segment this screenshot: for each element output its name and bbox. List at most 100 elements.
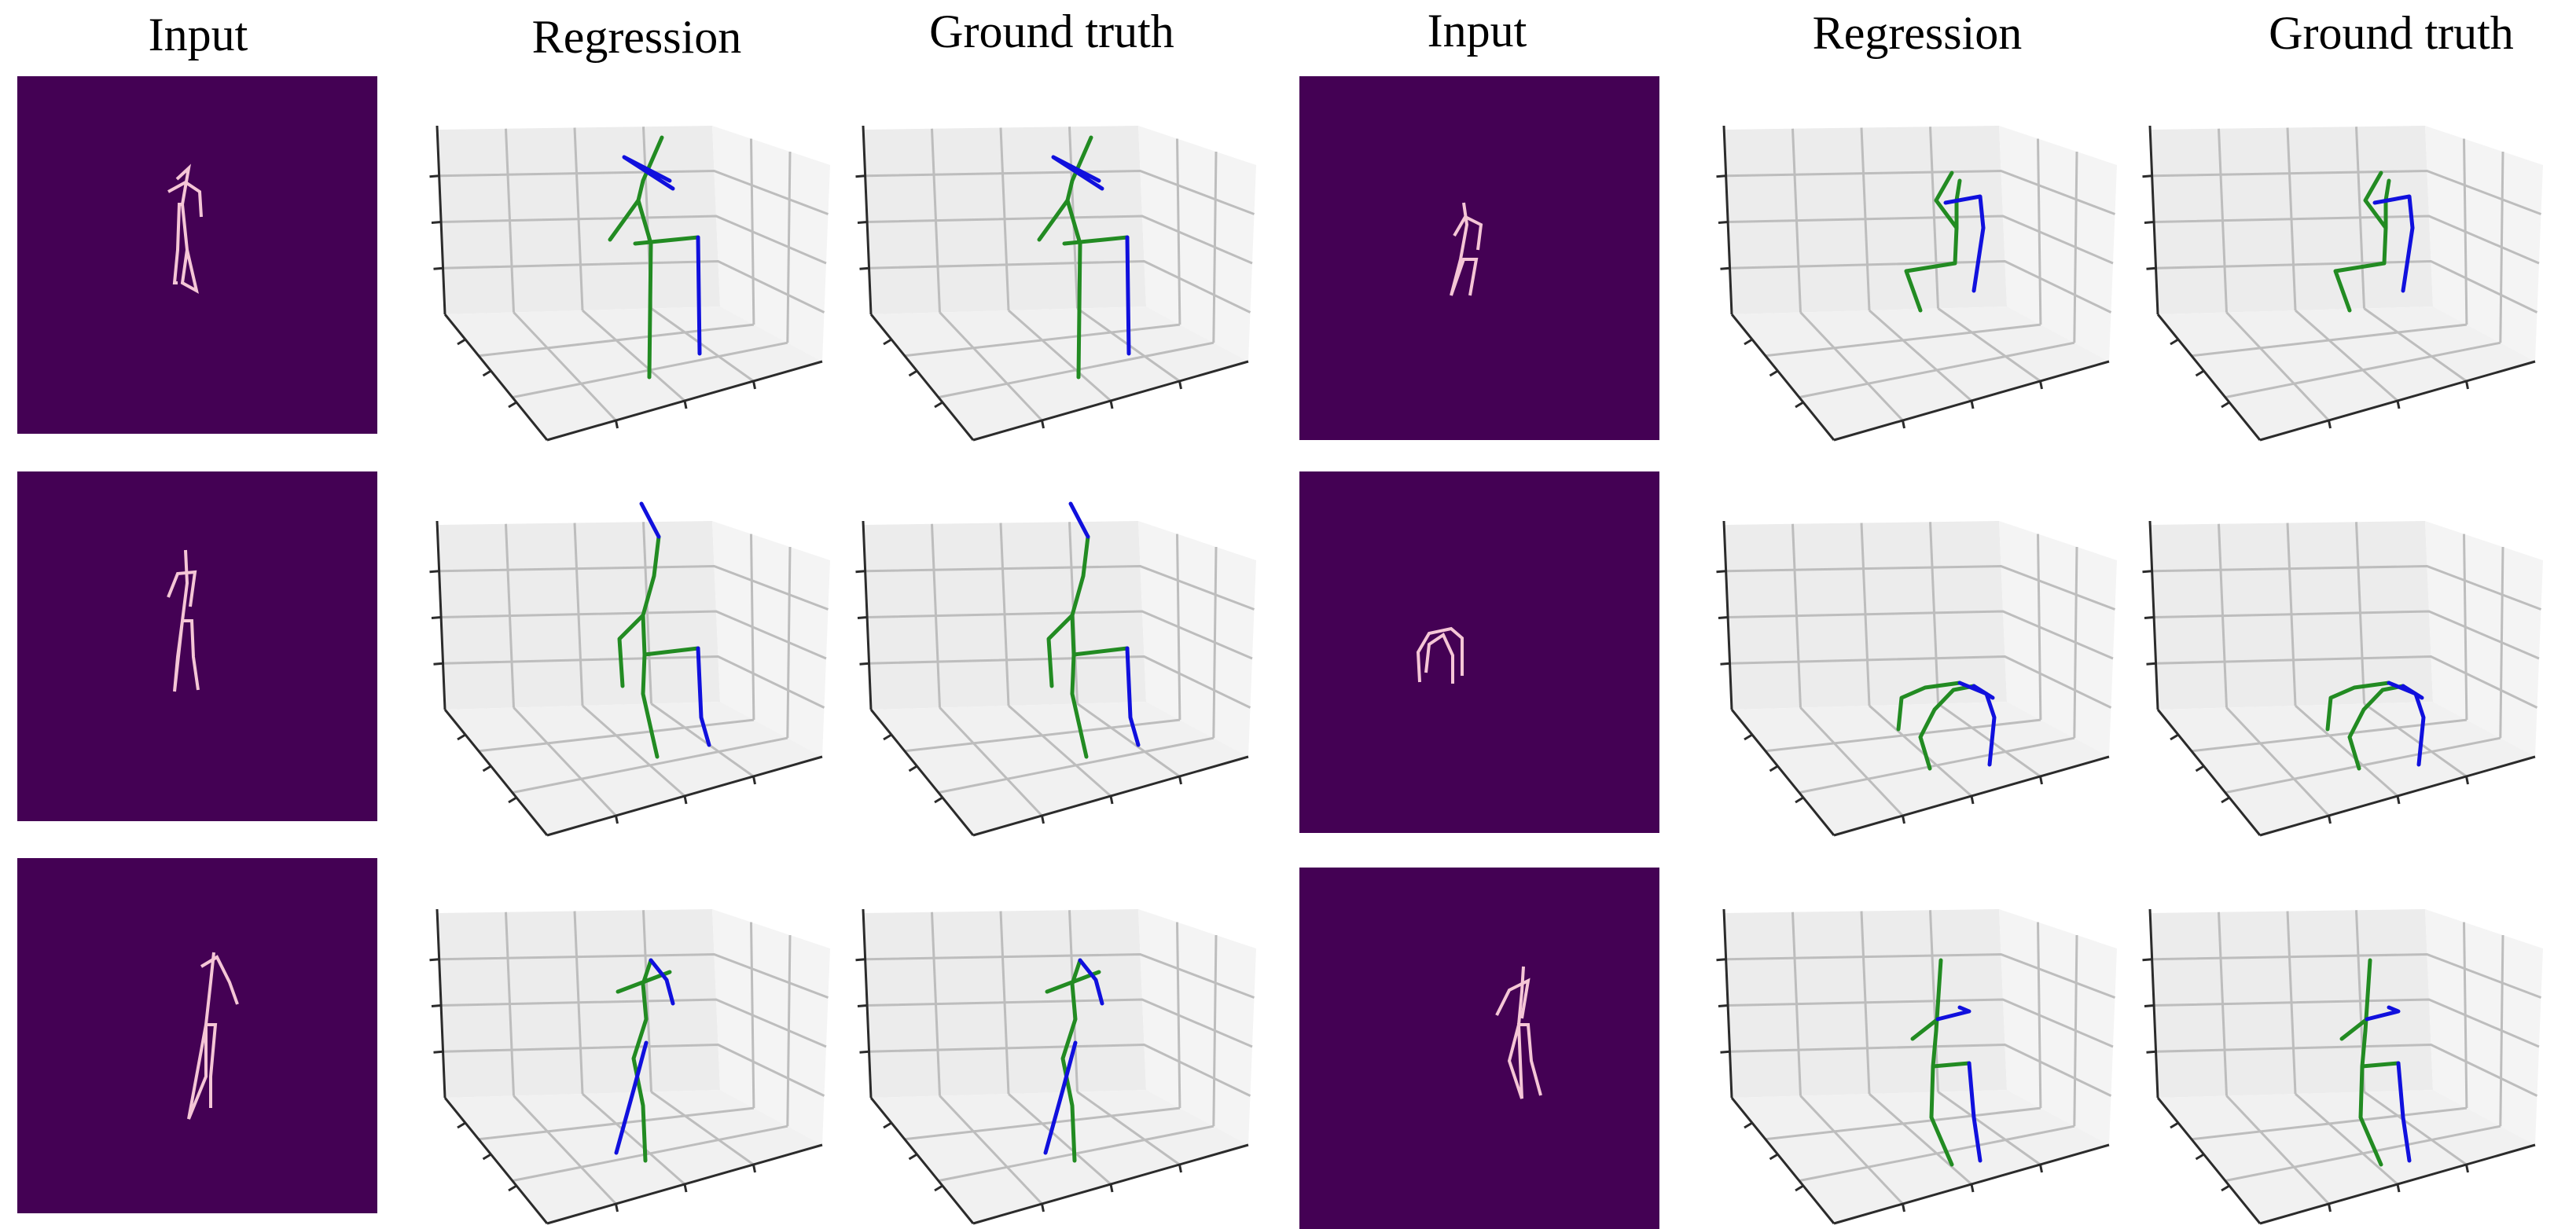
pose-plot-6 xyxy=(855,501,1256,837)
bone-left xyxy=(1904,178,1962,313)
pose-plot-10 xyxy=(855,908,1256,1225)
axes xyxy=(855,125,1249,442)
grid-lines xyxy=(2152,522,2542,817)
pose-plot-7 xyxy=(1716,520,2117,837)
side-pane xyxy=(2425,909,2543,1145)
bone-left xyxy=(641,534,661,759)
bone-left xyxy=(1071,646,1130,657)
grid-lines xyxy=(865,910,1255,1205)
column-headers: Input Regression Ground truth Input Regr… xyxy=(149,5,2514,63)
axes xyxy=(1716,908,2110,1225)
bone-right xyxy=(649,958,675,1006)
pose-skeleton xyxy=(1037,135,1131,380)
bone-right xyxy=(1943,194,1986,230)
pose-skeleton xyxy=(1910,958,1983,1167)
input-image xyxy=(17,471,377,821)
input-skeleton xyxy=(172,163,199,294)
bone-left xyxy=(2339,1017,2369,1041)
header-ground-truth-left: Ground truth xyxy=(929,6,1174,57)
input-skeleton-arms xyxy=(200,955,239,1005)
input-skeleton xyxy=(187,952,218,1120)
input-skeleton xyxy=(1507,966,1542,1099)
input-skeleton xyxy=(1416,626,1464,683)
bone-right xyxy=(2387,681,2426,767)
bone-right xyxy=(1125,646,1141,747)
grid-lines xyxy=(1725,127,2116,422)
bone-right xyxy=(1957,681,1997,767)
input-image xyxy=(1299,868,1659,1229)
bone-right xyxy=(1051,155,1104,191)
input-panels xyxy=(17,76,1659,1229)
bone-left xyxy=(1918,684,1976,771)
pose-skeleton xyxy=(617,501,711,759)
side-pane xyxy=(712,909,830,1145)
bone-right xyxy=(1068,501,1090,539)
side-pane xyxy=(1138,126,1256,361)
bone-left xyxy=(2325,681,2391,732)
pose-plot-11 xyxy=(1716,908,2117,1225)
pose-skeleton xyxy=(1896,681,1997,771)
side-pane xyxy=(2425,126,2543,361)
input-skeleton-arms xyxy=(1453,215,1483,251)
input-panel-r3-left xyxy=(17,858,377,1213)
bone-left xyxy=(1037,198,1070,242)
input-skeleton xyxy=(1450,202,1479,296)
bone-right xyxy=(1972,226,1986,293)
bone-right xyxy=(2396,1061,2412,1163)
grid-lines xyxy=(439,522,829,817)
grid-lines xyxy=(439,910,829,1205)
side-pane xyxy=(712,126,830,361)
axes xyxy=(855,908,1249,1225)
bone-right xyxy=(639,501,661,539)
bone-left xyxy=(1934,171,1959,230)
grid-lines xyxy=(2152,910,2542,1205)
bone-right xyxy=(696,235,702,356)
input-image xyxy=(17,858,377,1213)
input-panel-r1-left xyxy=(17,76,377,434)
input-panel-r3-right xyxy=(1299,868,1659,1229)
grid-lines xyxy=(1725,522,2116,817)
pose-plot-1 xyxy=(429,125,830,442)
bone-right xyxy=(696,646,711,747)
bone-left xyxy=(2358,958,2383,1167)
header-regression-right: Regression xyxy=(1813,7,2023,59)
axes xyxy=(2142,125,2536,442)
side-pane xyxy=(2425,521,2543,757)
axes xyxy=(2142,520,2536,837)
pose-skeleton xyxy=(1046,501,1141,759)
axes xyxy=(2142,908,2536,1225)
input-skeleton xyxy=(173,549,200,692)
bone-left xyxy=(1062,235,1130,246)
bone-left xyxy=(633,235,700,246)
axes xyxy=(429,125,823,442)
header-regression-left: Regression xyxy=(532,11,742,63)
bone-left xyxy=(1929,958,1954,1167)
pose-skeleton xyxy=(2339,958,2412,1167)
side-pane xyxy=(1999,909,2117,1145)
grid-lines xyxy=(1725,910,2116,1205)
bone-right xyxy=(1043,1040,1078,1155)
bone-left xyxy=(1910,1017,1940,1041)
bone-left xyxy=(642,646,700,657)
pose-plot-12 xyxy=(2142,908,2543,1225)
input-skeleton-arms xyxy=(1424,633,1454,684)
header-ground-truth-right: Ground truth xyxy=(2269,7,2514,59)
pose-skeleton xyxy=(2333,171,2415,313)
bone-right xyxy=(2401,684,2424,700)
pose-skeleton xyxy=(1904,171,1986,313)
bone-left xyxy=(608,198,641,242)
input-image xyxy=(1299,471,1659,833)
bone-right xyxy=(622,155,675,191)
bone-left xyxy=(2347,684,2405,771)
pose-plot-3 xyxy=(1716,125,2117,442)
pose-skeleton xyxy=(608,135,702,380)
grid-lines xyxy=(2152,127,2542,422)
bone-left xyxy=(1046,613,1075,688)
bone-right xyxy=(1935,1005,1972,1022)
bone-left xyxy=(2363,171,2388,230)
bone-right xyxy=(2372,194,2415,230)
axes xyxy=(855,520,1249,837)
grid-lines xyxy=(865,127,1255,422)
axes xyxy=(429,520,823,837)
